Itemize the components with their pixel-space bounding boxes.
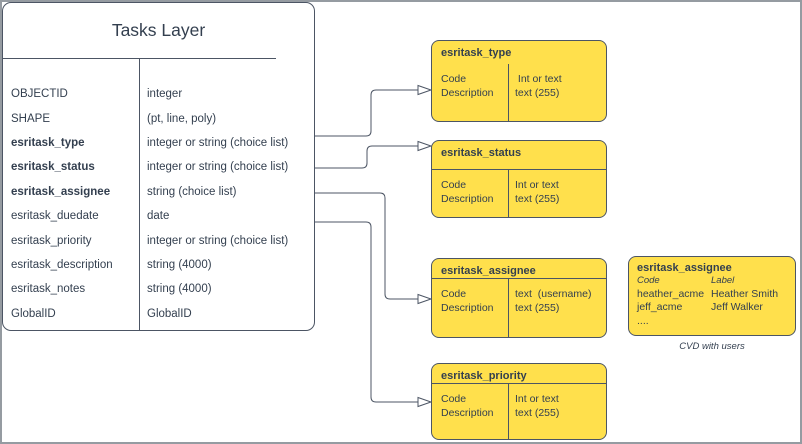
connector-esritask-assignee — [315, 192, 418, 300]
domain-box-esritask-priority: esritask_priority Code Description Int o… — [431, 363, 607, 440]
domain-body: Code Description Int or text text (255) — [432, 384, 606, 439]
field-row: SHAPE (pt, line, poly) — [3, 106, 313, 130]
domain-cell-line: Description — [441, 302, 494, 314]
domain-cell-line: Code — [441, 73, 467, 85]
domain-cell-line: text (username) — [515, 288, 592, 300]
domain-code-cell: Code Description — [432, 384, 509, 439]
domain-cell-line: text (255) — [515, 87, 560, 99]
cvd-title: esritask_assignee — [637, 262, 732, 274]
arrowhead-icon — [417, 84, 433, 96]
domain-cell-line: text (255) — [515, 302, 560, 314]
domain-body: Code Description Int or text text (255) — [432, 64, 606, 121]
field-type: string (4000) — [147, 258, 212, 271]
domain-box-esritask-status: esritask_status Code Description Int or … — [431, 140, 607, 218]
domain-cell-line: Description — [441, 193, 494, 205]
cvd-label — [711, 315, 795, 329]
field-type: integer or string (choice list) — [147, 234, 289, 247]
field-row: esritask_status integer or string (choic… — [3, 155, 313, 179]
field-list: OBJECTID integer SHAPE (pt, line, poly) … — [3, 82, 313, 326]
field-type: date — [147, 210, 170, 223]
field-type: string (choice list) — [147, 185, 237, 198]
domain-code-cell: Code Description — [432, 64, 509, 121]
arrowhead-icon — [417, 293, 433, 305]
domain-title: esritask_assignee — [432, 259, 606, 279]
domain-cell-line: Int or text — [515, 73, 562, 85]
field-name: esritask_priority — [11, 234, 92, 247]
cvd-grid: Code Label heather_acme Heather Smith je… — [629, 274, 795, 328]
domain-cell-line: Int or text — [515, 179, 559, 191]
domain-cell-line: Code — [441, 179, 467, 191]
domain-box-esritask-type: esritask_type Code Description Int or te… — [431, 40, 607, 122]
domain-body: Code Description text (username) text (2… — [432, 279, 606, 337]
field-type: integer or string (choice list) — [147, 161, 289, 174]
field-type: integer — [147, 88, 183, 101]
field-type: (pt, line, poly) — [147, 112, 217, 125]
field-row: OBJECTID integer — [3, 82, 313, 106]
cvd-code-header: Code — [637, 275, 660, 286]
cvd-users-box: esritask_assignee Code Label heather_acm… — [628, 256, 796, 336]
connector-esritask-type — [315, 89, 418, 137]
field-name: esritask_status — [11, 161, 95, 174]
domain-cell-line: Int or text — [515, 393, 559, 405]
field-name: esritask_notes — [11, 283, 86, 296]
domain-code-cell: Code Description — [432, 170, 509, 217]
arrowhead-icon — [417, 140, 433, 152]
field-name: GlobalID — [11, 307, 56, 320]
domain-type-cell: Int or text text (255) — [509, 384, 606, 439]
domain-code-cell: Code Description — [432, 279, 509, 337]
cvd-code: jeff_acme — [637, 301, 683, 313]
domain-cell-line: Code — [441, 393, 467, 405]
domain-type-cell: Int or text text (255) — [509, 64, 606, 121]
cvd-label: Heather Smith — [711, 287, 779, 300]
entity-title: Tasks Layer — [111, 19, 206, 40]
domain-title: esritask_priority — [432, 364, 606, 384]
connector-esritask-priority — [315, 221, 418, 403]
domain-type-cell: Int or text text (255) — [509, 170, 606, 217]
cvd-code: .... — [637, 314, 649, 327]
field-name: OBJECTID — [11, 88, 68, 101]
arrowhead-icon — [417, 396, 433, 408]
field-name: esritask_type — [11, 136, 85, 149]
field-name: esritask_duedate — [11, 210, 99, 223]
field-row: GlobalID GlobalID — [3, 302, 313, 326]
domain-title: esritask_type — [441, 47, 512, 59]
cvd-caption: CVD with users — [679, 341, 745, 352]
cvd-row: heather_acme Heather Smith — [629, 288, 795, 302]
cvd-label: Jeff Walker — [711, 301, 763, 313]
field-type: string (4000) — [147, 283, 212, 296]
field-type: integer or string (choice list) — [147, 136, 289, 149]
domain-cell-line: text (255) — [515, 193, 560, 205]
domain-type-cell: text (username) text (255) — [509, 279, 606, 337]
field-row: esritask_assignee string (choice list) — [3, 180, 313, 204]
cvd-row: jeff_acme Jeff Walker — [629, 301, 795, 315]
domain-cell-line: Description — [441, 87, 494, 99]
field-name: esritask_assignee — [11, 185, 111, 198]
field-type: GlobalID — [147, 307, 192, 320]
domain-title: esritask_status — [432, 141, 606, 170]
domain-box-esritask-assignee: esritask_assignee Code Description text … — [431, 258, 607, 338]
domain-body: Code Description Int or text text (255) — [432, 170, 606, 217]
column-divider — [139, 58, 140, 330]
tasks-layer-entity: Tasks Layer OBJECTID integer SHAPE (pt, … — [2, 2, 315, 331]
domain-cell-line: Description — [441, 407, 494, 419]
field-name: esritask_description — [11, 258, 113, 271]
field-row: esritask_duedate date — [3, 204, 313, 228]
field-row: esritask_type integer or string (choice … — [3, 131, 313, 155]
field-row: esritask_description string (4000) — [3, 253, 313, 277]
connector-esritask-status — [315, 145, 418, 169]
cvd-header-row: Code Label — [629, 274, 795, 288]
cvd-row: .... — [629, 315, 795, 329]
field-row: esritask_priority integer or string (cho… — [3, 228, 313, 252]
field-row: esritask_notes string (4000) — [3, 277, 313, 301]
domain-cell-line: text (255) — [515, 407, 560, 419]
field-name: SHAPE — [11, 112, 50, 125]
domain-cell-line: Code — [441, 288, 467, 300]
cvd-code: heather_acme — [637, 287, 705, 300]
cvd-label-header: Label — [711, 275, 735, 286]
